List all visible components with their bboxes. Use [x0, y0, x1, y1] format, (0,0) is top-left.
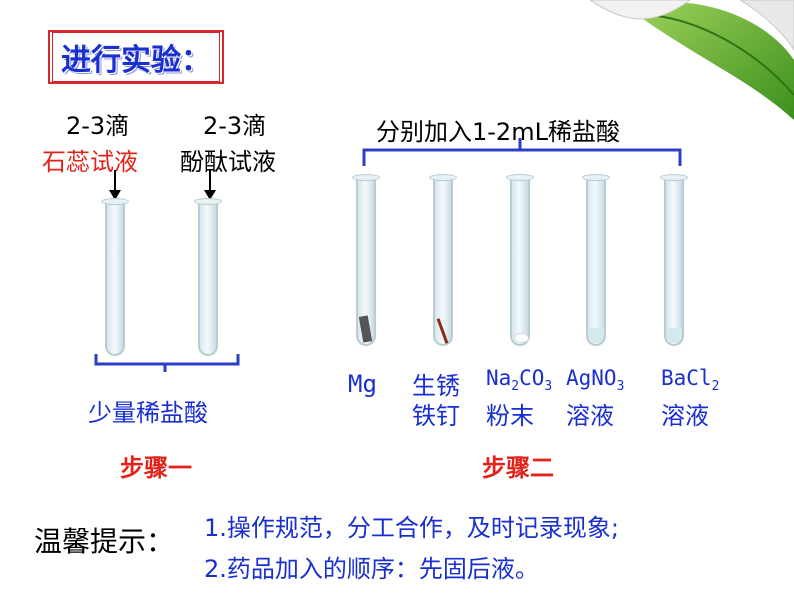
sample-bacl2-line2: 溶液 — [661, 402, 709, 430]
sample-na2co3-line2: 粉末 — [486, 402, 534, 430]
sample-nail-line2: 铁钉 — [412, 402, 460, 430]
bracket-right — [362, 138, 682, 166]
test-tube-bacl2 — [660, 174, 688, 346]
step-one: 步骤一 — [120, 454, 192, 482]
drops-label-1: 2-3滴 — [66, 112, 130, 140]
solution — [666, 328, 682, 343]
test-tube-mg — [352, 174, 380, 346]
sample-mg: Mg — [348, 370, 377, 398]
drops-label-2: 2-3滴 — [203, 112, 267, 140]
test-tube-na2co3 — [506, 174, 534, 346]
test-tube-nail — [429, 174, 457, 346]
tip-item-2: 2.药品加入的顺序：先固后液。 — [204, 555, 539, 583]
sample-na2co3-formula: Na2CO3 — [486, 366, 553, 395]
tip-item-1: 1.操作规范，分工合作，及时记录现象; — [204, 514, 619, 542]
tips-label: 温馨提示： — [34, 525, 175, 558]
test-tube-2 — [194, 198, 222, 356]
sample-bacl2-formula: BaCl2 — [661, 366, 720, 395]
arrow-down-icon — [204, 170, 216, 200]
reagent-litmus: 石蕊试液 — [42, 148, 138, 176]
sample-agno3-formula: AgNO3 — [566, 366, 625, 395]
reagent-phenolphthalein: 酚酞试液 — [180, 148, 276, 176]
page-title: 进行实验： — [52, 32, 220, 82]
test-tube-1 — [101, 198, 129, 356]
bottom-label: 少量稀盐酸 — [88, 399, 208, 427]
sample-agno3-line2: 溶液 — [566, 402, 614, 430]
test-tube-agno3 — [582, 174, 610, 346]
solution — [588, 328, 604, 343]
sample-nail-line1: 生锈 — [412, 372, 460, 400]
bracket-left — [94, 354, 240, 372]
arrows — [109, 170, 216, 200]
arrow-down-icon — [109, 170, 121, 200]
powder — [514, 333, 529, 343]
leaf-decoration-icon — [590, 0, 794, 120]
top-label: 分别加入1-2mL稀盐酸 — [376, 118, 620, 146]
step-two: 步骤二 — [482, 454, 554, 482]
title-frame: 进行实验： — [48, 30, 224, 84]
